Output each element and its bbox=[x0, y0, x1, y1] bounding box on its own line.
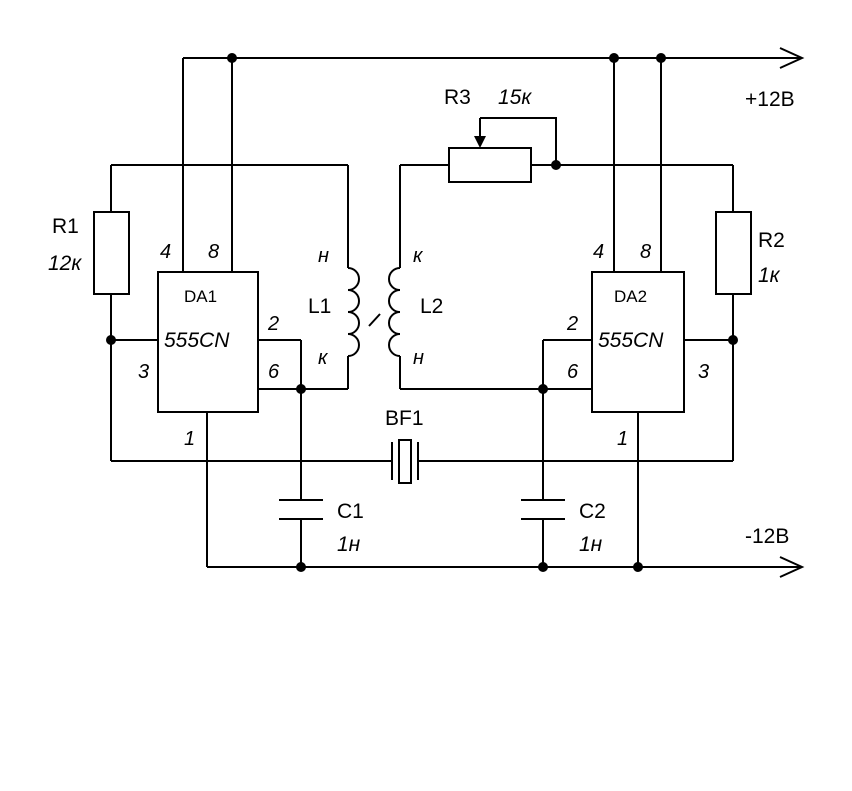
core-coupling-mark bbox=[368, 313, 381, 327]
junction-dot bbox=[296, 562, 306, 572]
ic1-pin2: 2 bbox=[267, 313, 279, 335]
l1: L1 н к bbox=[308, 165, 360, 389]
r3-value: 15к bbox=[498, 86, 532, 109]
bf1: BF1 bbox=[111, 407, 733, 484]
ic1-pin8: 8 bbox=[208, 241, 219, 263]
l2: L2 к н bbox=[388, 165, 443, 389]
ic1-ref: DA1 bbox=[184, 287, 217, 306]
c2-ref: C2 bbox=[579, 500, 606, 523]
r1-value: 12к bbox=[48, 252, 82, 275]
ic2-pin6: 6 bbox=[567, 361, 579, 383]
junction-dot bbox=[106, 335, 116, 345]
junction-dot bbox=[609, 53, 619, 63]
r3-wiper-arrow bbox=[474, 136, 486, 148]
ic2-pin4: 4 bbox=[593, 241, 604, 263]
c1-ref: C1 bbox=[337, 500, 364, 523]
l2-start-marker: к bbox=[413, 245, 424, 267]
r1: R1 12к bbox=[48, 164, 348, 461]
ic1-pin4: 4 bbox=[160, 241, 171, 263]
junction-dot bbox=[728, 335, 738, 345]
ic2-pin2: 2 bbox=[566, 313, 578, 335]
r2: R2 1к bbox=[556, 164, 785, 461]
junction-dot bbox=[551, 160, 561, 170]
l1-end-marker: к bbox=[318, 347, 329, 369]
bf1-ref: BF1 bbox=[385, 407, 424, 430]
c2-value: 1н bbox=[579, 533, 603, 556]
ic1-pin3: 3 bbox=[138, 361, 149, 383]
l2-ref: L2 bbox=[420, 295, 443, 318]
ic2-pin3: 3 bbox=[698, 361, 709, 383]
ic2-ref: DA2 bbox=[614, 287, 647, 306]
r3: R3 15к bbox=[400, 86, 557, 183]
ic1-pin1: 1 bbox=[184, 428, 195, 450]
negative-rail-label: -12В bbox=[745, 525, 789, 548]
positive-rail-label: +12В bbox=[745, 88, 795, 111]
positive-rail bbox=[183, 47, 805, 69]
junction-dot bbox=[656, 53, 666, 63]
ic1-type: 555CN bbox=[164, 329, 230, 352]
ic2-pin1: 1 bbox=[617, 428, 628, 450]
ic2-pin8: 8 bbox=[640, 241, 651, 263]
r3-ref: R3 bbox=[444, 86, 471, 109]
junction-dot bbox=[227, 53, 237, 63]
ic2-body bbox=[591, 271, 685, 413]
junction-dot bbox=[633, 562, 643, 572]
r1-ref: R1 bbox=[52, 215, 79, 238]
ic1: DA1 555CN 4 8 2 6 3 1 bbox=[111, 58, 348, 567]
l1-start-marker: н bbox=[318, 245, 329, 267]
r2-ref: R2 bbox=[758, 229, 785, 252]
junction-dot bbox=[538, 562, 548, 572]
l1-ref: L1 bbox=[308, 295, 331, 318]
junction-dot bbox=[538, 384, 548, 394]
junction-dots bbox=[106, 53, 738, 572]
ic2: DA2 555CN 4 8 2 6 3 1 bbox=[400, 58, 733, 567]
r2-value: 1к bbox=[758, 264, 781, 287]
junction-dot bbox=[296, 384, 306, 394]
c1-value: 1н bbox=[337, 533, 361, 556]
ic2-type: 555CN bbox=[598, 329, 664, 352]
ic1-pin6: 6 bbox=[268, 361, 280, 383]
ic1-body bbox=[157, 271, 259, 413]
l2-end-marker: н bbox=[413, 347, 424, 369]
c2: C2 1н bbox=[521, 499, 606, 567]
c1: C1 1н bbox=[279, 499, 364, 567]
